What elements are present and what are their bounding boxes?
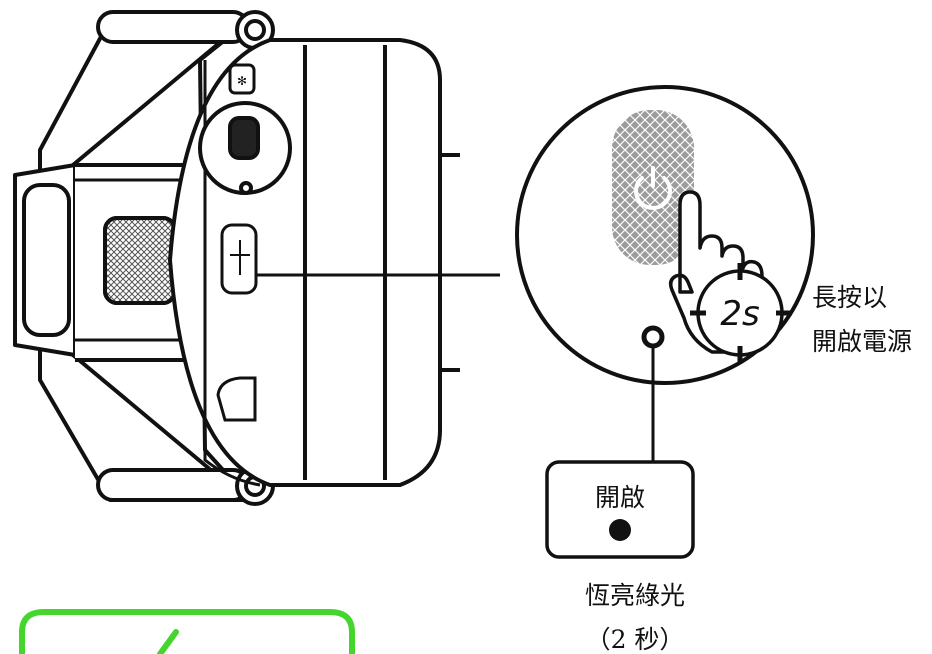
status-box (545, 460, 695, 559)
led-indicator (641, 325, 665, 349)
led-on-dot (609, 519, 631, 541)
earcup (167, 38, 460, 487)
power-detail-circle (515, 85, 815, 462)
power-icon (634, 166, 672, 210)
hold-instruction-line1: 長按以 (812, 283, 888, 312)
timer-badge-label: 2s (720, 294, 760, 334)
mic-detail-circle (198, 101, 292, 195)
hold-instruction-line2: 開啟電源 (812, 327, 913, 356)
callout-line (254, 260, 500, 277)
control-strip: ✻ (216, 63, 258, 422)
led-description-line2: （2 秒） (585, 625, 685, 654)
led-description: 恆亮綠光 （2 秒） (560, 574, 710, 654)
led-description-line1: 恆亮綠光 (584, 581, 685, 610)
headband (38, 10, 275, 506)
status-box-title: 開啟 (594, 483, 645, 512)
earcup-side (13, 163, 187, 362)
hold-instruction: 長按以 開啟電源 (812, 276, 912, 364)
timer-badge (690, 263, 792, 362)
svg-text:✻: ✻ (237, 74, 247, 88)
check-icon (19, 609, 355, 654)
